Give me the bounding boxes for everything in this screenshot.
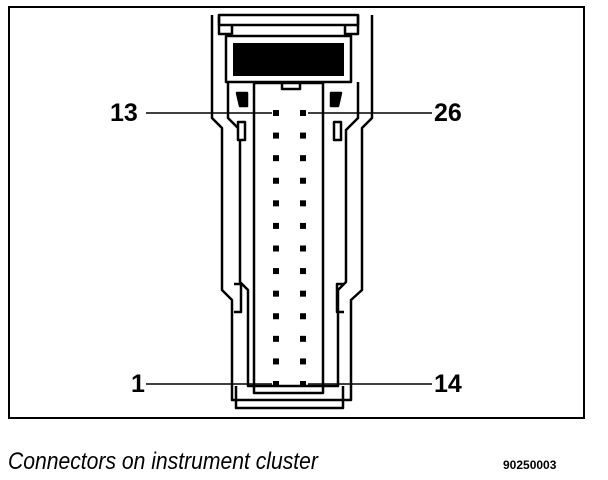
pin-terminal — [300, 222, 306, 229]
pin-terminal — [273, 200, 279, 207]
pin-terminal — [273, 290, 279, 297]
pin-terminal — [300, 200, 306, 207]
pin-label-14: 14 — [434, 370, 462, 398]
pin-terminal — [300, 155, 306, 162]
pin-terminal — [300, 110, 306, 116]
pin-grid — [273, 110, 306, 387]
pin-terminal — [273, 313, 279, 320]
pin-terminal — [300, 177, 306, 184]
pin-terminal — [273, 335, 279, 342]
pin-terminal — [300, 290, 306, 297]
pin-terminal — [300, 245, 306, 252]
pin-terminal — [273, 268, 279, 275]
connector-housing — [210, 13, 374, 410]
pin-terminal — [300, 335, 306, 342]
pin-terminal — [300, 313, 306, 320]
pin-label-26: 26 — [434, 99, 462, 127]
pin-terminal — [273, 358, 279, 365]
pin-label-1: 1 — [131, 370, 145, 398]
pin-terminal — [300, 358, 306, 365]
pin-terminal — [273, 222, 279, 229]
figure-code: 90250003 — [503, 458, 557, 472]
leader-lines — [146, 112, 432, 385]
figure-caption: Connectors on instrument cluster — [8, 448, 318, 475]
pin-label-13: 13 — [110, 99, 138, 127]
pin-terminal — [300, 381, 306, 387]
pin-terminal — [273, 381, 279, 387]
pin-terminal — [273, 110, 279, 116]
pin-terminal — [273, 245, 279, 252]
pin-terminal — [273, 132, 279, 139]
pin-terminal — [273, 155, 279, 162]
pin-terminal — [300, 268, 306, 275]
pin-terminal — [273, 177, 279, 184]
pin-terminal — [300, 132, 306, 139]
